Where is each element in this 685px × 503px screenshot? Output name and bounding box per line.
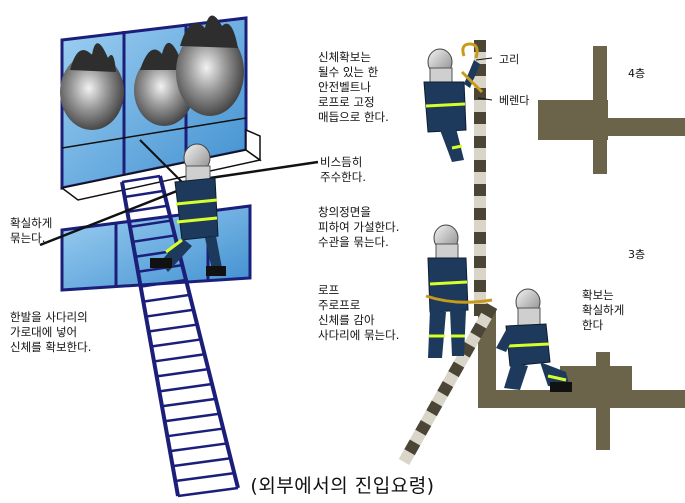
ladder-segment xyxy=(437,381,454,397)
ladder-segment xyxy=(420,410,437,426)
ladder-rung xyxy=(151,338,202,348)
ladder-segment xyxy=(415,420,432,436)
label-floor-4: 4층 xyxy=(628,67,646,80)
ladder-rung xyxy=(129,219,172,229)
ladder-segment xyxy=(453,351,470,368)
ladder-segment xyxy=(474,124,486,136)
ladder-segment xyxy=(481,303,498,319)
label-floor-3: 3층 xyxy=(628,248,646,261)
firefighter-top xyxy=(423,48,484,162)
ladder-segment xyxy=(474,232,486,244)
left-building-scene xyxy=(39,15,319,498)
ladder-rung xyxy=(175,471,235,483)
ladder-segment xyxy=(474,160,486,172)
ladder-segment xyxy=(474,244,486,256)
ladder-segment xyxy=(431,390,448,407)
ladder-segment xyxy=(474,148,486,160)
firefighter-on-ladder xyxy=(150,143,226,276)
ladder-rung xyxy=(164,412,220,423)
figure-caption: (외부에서의 진입요령) xyxy=(250,475,435,497)
ladder-segment xyxy=(474,256,486,268)
ladder-segment xyxy=(474,208,486,220)
label-rope-wrap: 로프 주로프로 신체를 감아 사다리에 묶는다. xyxy=(318,283,400,342)
wall-third-floor xyxy=(478,308,685,450)
ladder-rung xyxy=(143,293,190,303)
ladder-segment xyxy=(470,322,487,339)
ladder-rung xyxy=(153,353,205,363)
ladder-segment xyxy=(474,112,486,124)
hook-icon xyxy=(461,42,479,59)
ladder-rung xyxy=(169,442,228,453)
ladder-rung xyxy=(127,204,168,214)
ladder-rung xyxy=(172,457,231,468)
ladder-segment xyxy=(474,172,486,184)
hook-pointer xyxy=(475,57,493,61)
ladder-rung xyxy=(145,308,194,318)
label-diagonal-spray: 비스듬히 주수한다. xyxy=(320,155,366,184)
ladder-rung xyxy=(140,278,187,288)
ladder-segment xyxy=(426,400,443,417)
vertical-ladder xyxy=(474,40,486,316)
ladder-segment xyxy=(464,332,481,348)
ladder-segment xyxy=(398,449,415,465)
ladder-rung xyxy=(159,382,213,393)
ladder-segment xyxy=(474,268,486,280)
right-building-scene xyxy=(398,40,685,465)
ladder-segment xyxy=(448,361,465,378)
ladder-segment xyxy=(474,136,486,148)
ladder-rung xyxy=(137,263,183,273)
ladder-segment xyxy=(404,439,421,456)
ladder-rung xyxy=(124,189,164,199)
label-secure-body: 신체확보는 될수 있는 한 안전벨트나 로프로 고정 매듭으로 한다. xyxy=(318,50,389,124)
ladder-rung xyxy=(161,397,216,408)
label-foot-rung: 한발을 사다리의 가로대에 넣어 신체를 확보한다. xyxy=(10,310,92,354)
ladder-segment xyxy=(442,371,459,387)
lower-window xyxy=(60,204,252,292)
ladder-rung xyxy=(132,234,176,244)
firefighter-middle xyxy=(425,224,493,358)
ladder-segment xyxy=(475,312,492,329)
ladder-segment xyxy=(474,280,486,292)
ladder-rung xyxy=(167,427,224,438)
ladder-segment xyxy=(409,429,426,446)
left-ladder xyxy=(120,174,240,498)
ladder-rung xyxy=(148,323,198,333)
firefighter-crouching xyxy=(496,288,572,392)
ladder-segment xyxy=(474,184,486,196)
ladder-rung xyxy=(121,174,161,184)
veranda-pointer xyxy=(477,97,493,101)
ladder-segment xyxy=(474,196,486,208)
label-hook: 고리 xyxy=(499,53,520,66)
label-tie-firmly: 확실하게 묶는다. xyxy=(10,216,53,245)
ladder-segment xyxy=(459,342,476,358)
ladder-segment xyxy=(474,220,486,232)
smoke-clouds xyxy=(60,15,244,130)
label-window-front: 창의정면을 피하여 가설한다. 수관을 묶는다. xyxy=(318,205,400,249)
label-secure-firmly: 확보는 확실하게 한다 xyxy=(582,288,625,332)
label-veranda: 베렌다 xyxy=(499,94,530,107)
ladder-rung xyxy=(177,486,239,498)
ladder-segment xyxy=(474,100,486,112)
wall-fourth-floor xyxy=(538,46,685,174)
ladder-rung xyxy=(156,367,209,378)
diagonal-ladder xyxy=(398,303,498,465)
